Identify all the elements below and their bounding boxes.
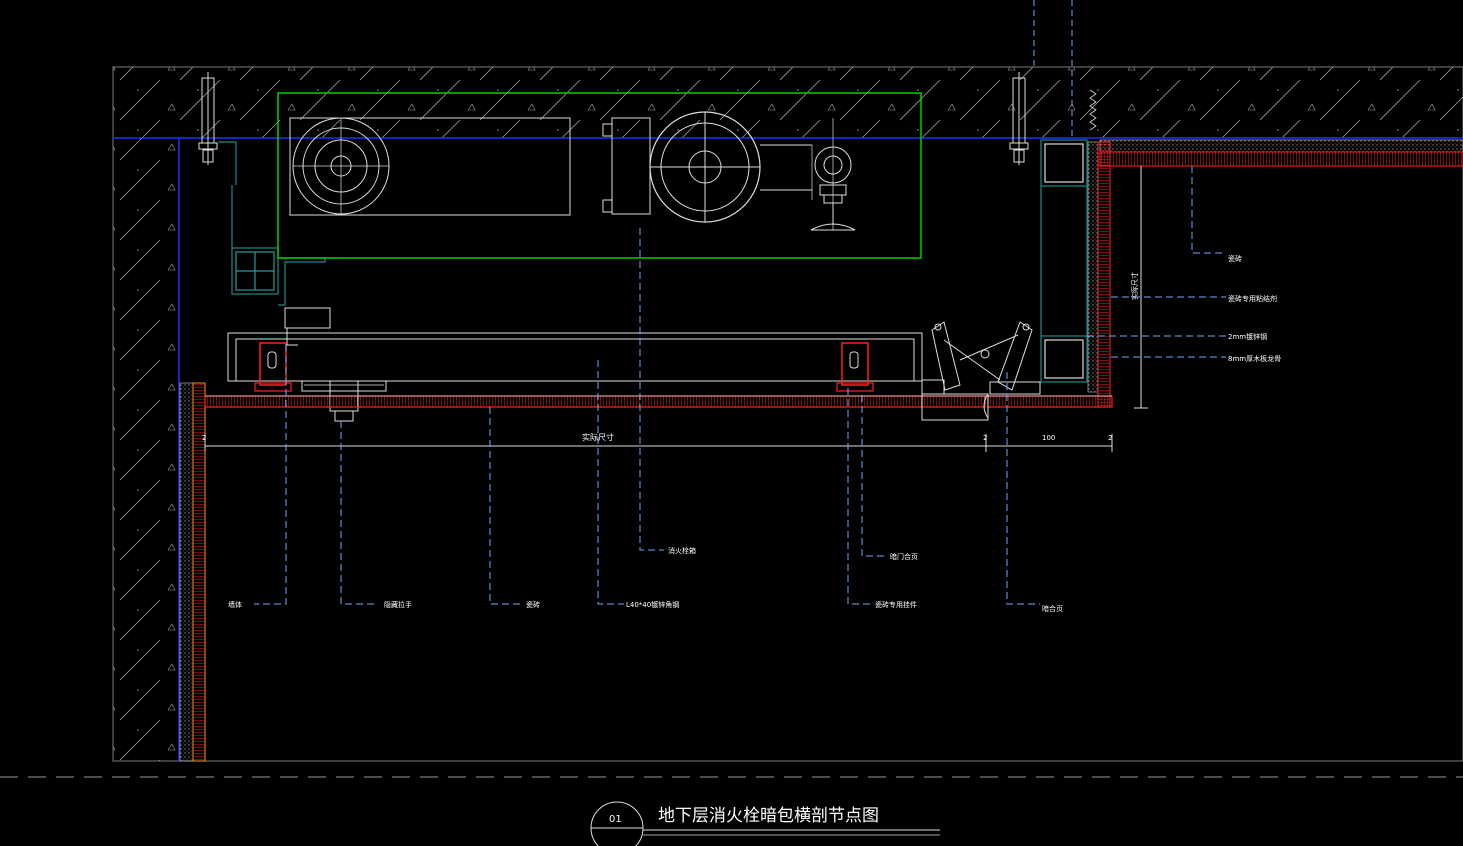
dim-left-small: 2 [202, 434, 206, 442]
dim-mid-small: 2 [983, 434, 987, 442]
callout-right-adhesive: 瓷砖专用粘结剂 [1228, 294, 1277, 303]
callout-right-tile: 瓷砖 [1228, 254, 1242, 263]
dim-gap-value: 100 [1042, 434, 1055, 442]
leader-lines [254, 166, 1226, 605]
callout-tile-hanger: 瓷砖专用挂件 [875, 600, 917, 609]
dim-vertical-label: 实际尺寸 [1130, 272, 1139, 300]
steel-frame-right [1040, 139, 1088, 383]
tile-hanger-left [254, 342, 298, 392]
callout-hydrant-box: 消火栓箱 [668, 546, 696, 555]
fire-hydrant-cabinet [277, 92, 922, 259]
right-wall-finish [1087, 89, 1463, 408]
tile-finish-layer [204, 395, 1113, 408]
callout-angle-steel: L40*40镀锌角钢 [626, 600, 679, 609]
callout-door-hinge: 暗门合页 [890, 552, 918, 561]
title-text: 地下层消火栓暗包横剖节点图 [658, 806, 879, 826]
anchor-bolt-left [198, 72, 218, 165]
anchor-bolt-right [1009, 72, 1029, 165]
top-slab [113, 67, 1463, 139]
callout-right-steel: 2mm镀锌钢 [1228, 332, 1267, 341]
concealed-hinge [921, 321, 1041, 421]
left-wall [113, 138, 206, 762]
callout-hidden-handle: 隐藏拉手 [384, 600, 412, 609]
callout-wall: 墙体 [228, 600, 242, 609]
dimension-vertical: 实际尺寸 [1130, 166, 1148, 409]
callout-right-board: 8mm厚木板龙骨 [1228, 354, 1281, 363]
callout-concealed-hinge: 暗合页 [1042, 604, 1063, 613]
steel-frame-left [218, 141, 326, 306]
dim-right-small: 2 [1108, 434, 1112, 442]
title-number: 01 [609, 814, 622, 825]
tile-hanger-right [836, 342, 874, 392]
dimension-horizontal: 实际尺寸 2 2 100 2 [202, 432, 1113, 452]
callout-tile: 瓷砖 [526, 600, 540, 609]
title-block: 01 地下层消火栓暗包横剖节点图 [590, 801, 940, 846]
door-panel-frame [227, 307, 923, 422]
